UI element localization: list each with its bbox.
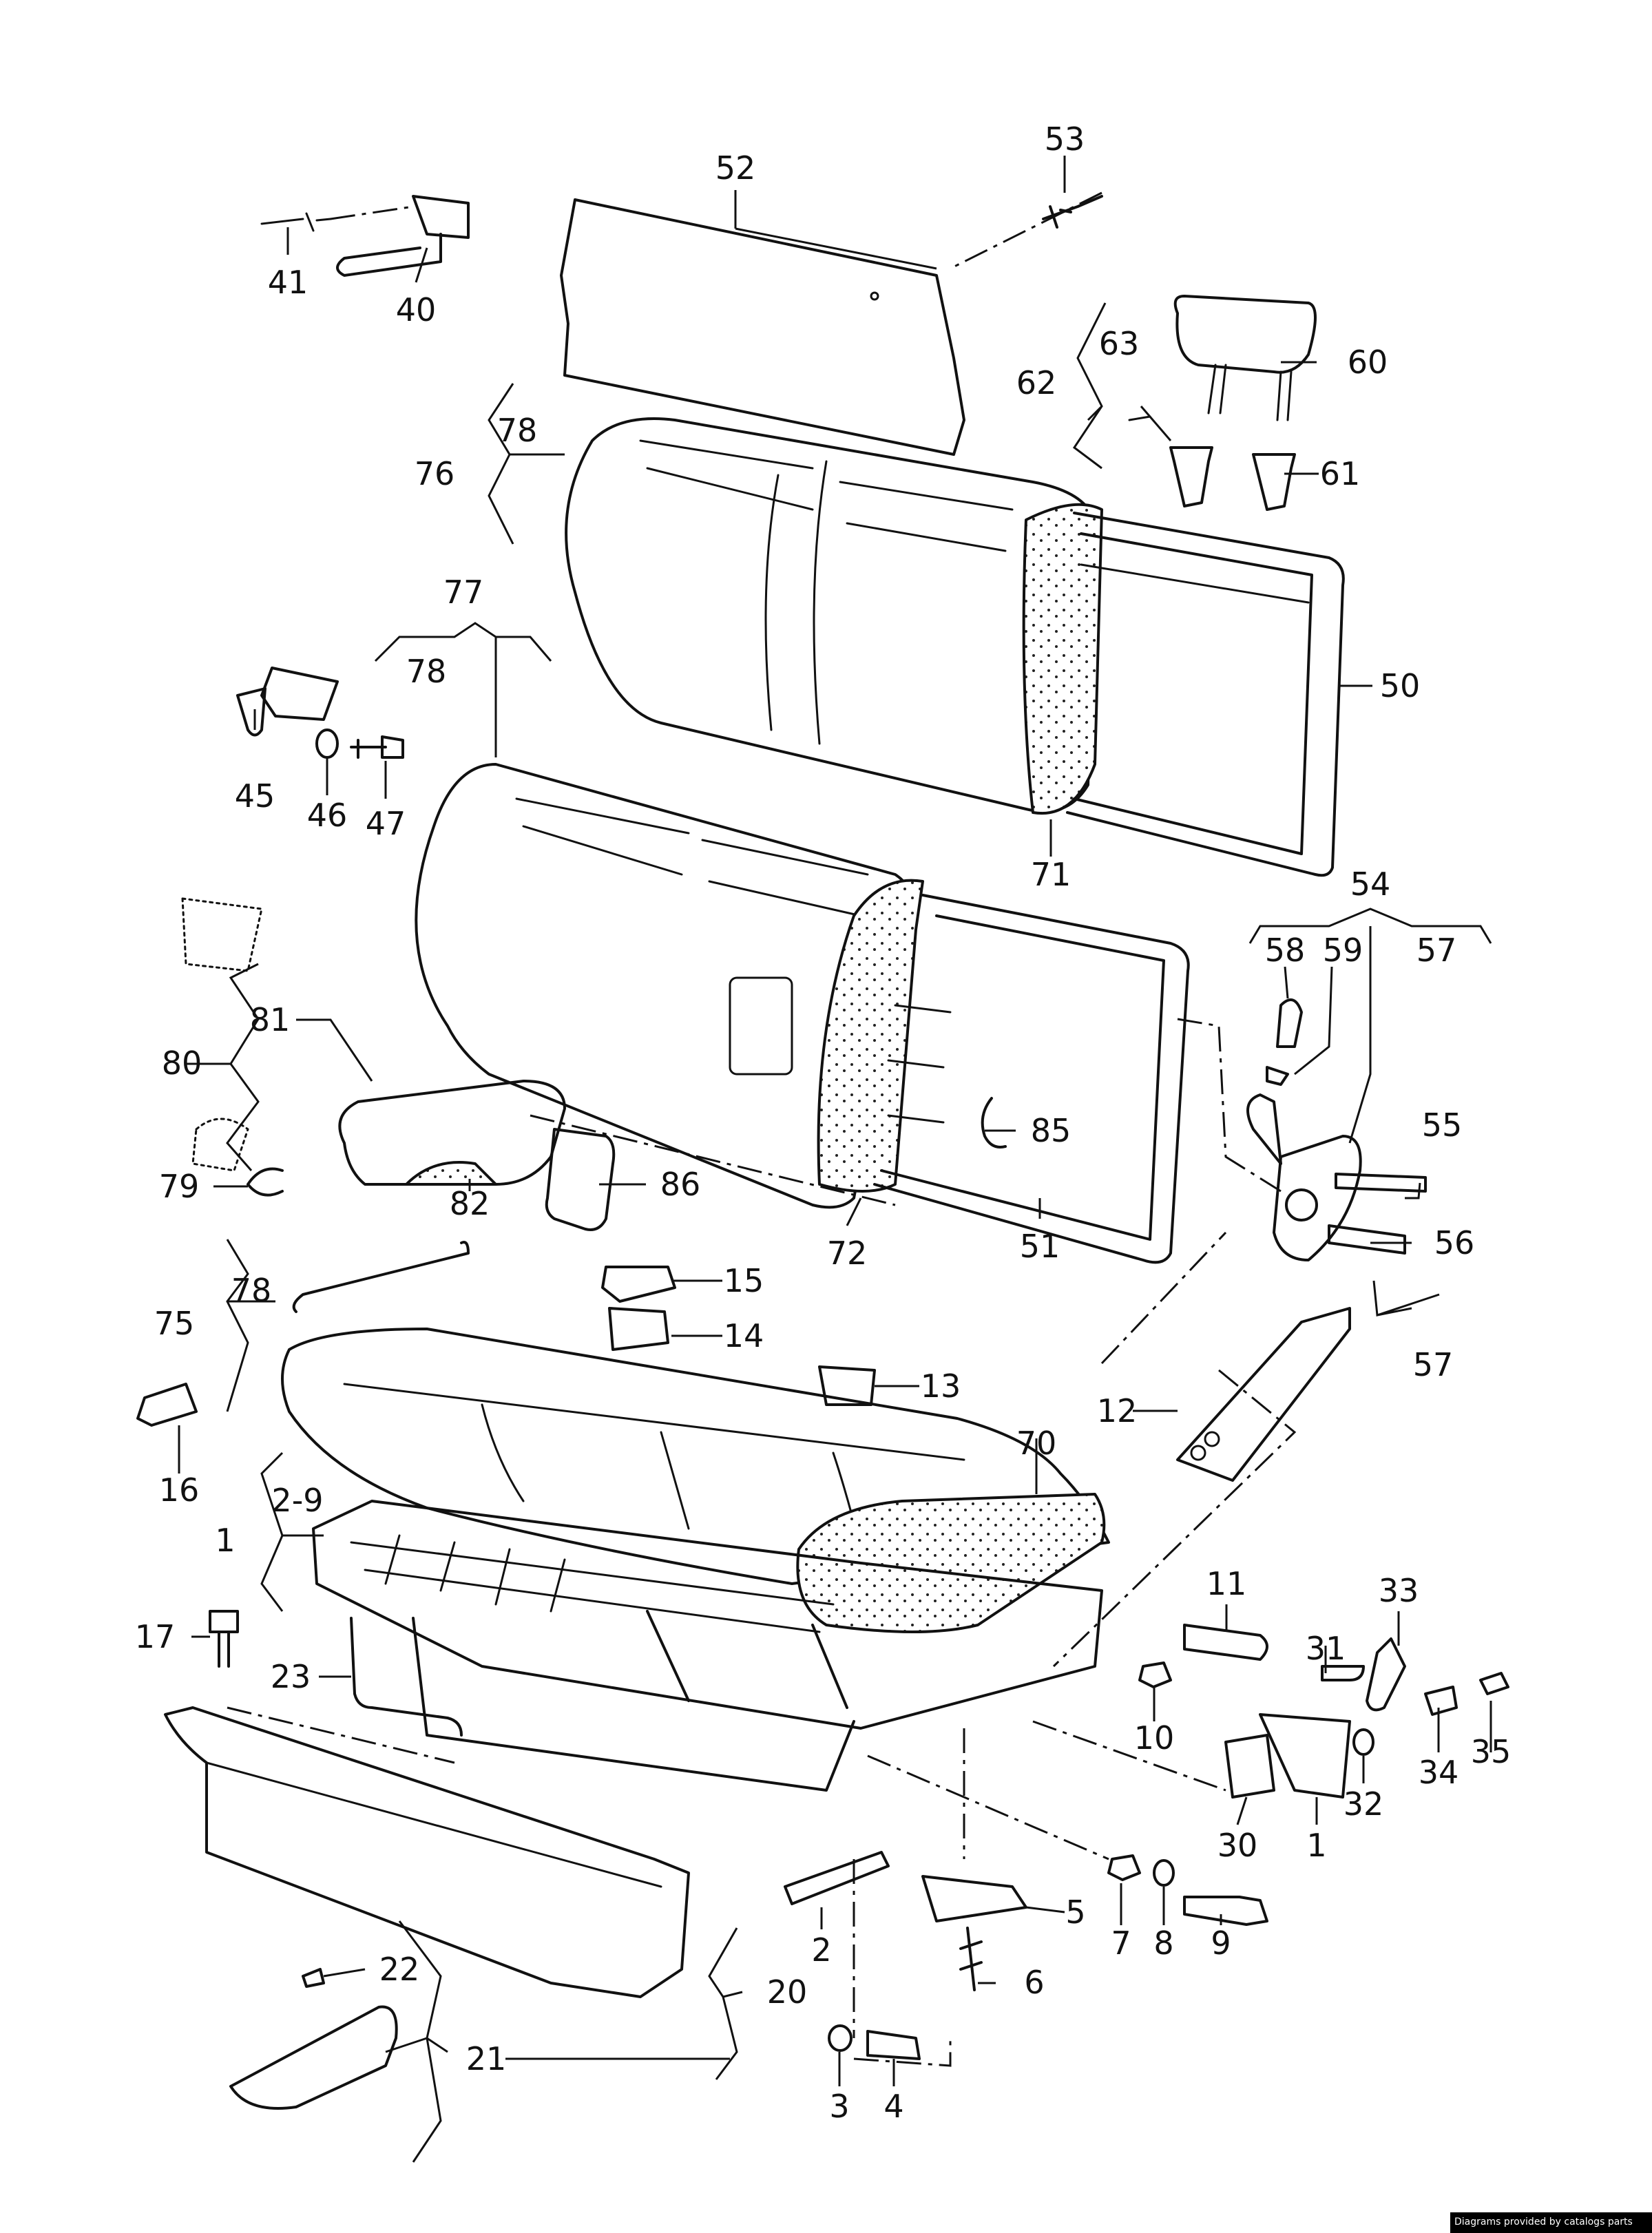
callout-13: 13 [921, 1367, 961, 1405]
callout-labels: 52 53 41 40 62 63 60 61 76 78 77 78 50 4… [135, 120, 1512, 2125]
callout-58: 58 [1265, 932, 1306, 969]
callout-72: 72 [827, 1235, 868, 1272]
callout-17: 17 [135, 1618, 176, 1655]
nut-washer-bolt-drawings [1107, 1854, 1268, 1926]
clip-drawings [247, 1097, 1007, 1231]
callout-78-lower: 78 [231, 1272, 272, 1309]
callout-10: 10 [1134, 1719, 1175, 1757]
callout-60: 60 [1348, 344, 1388, 381]
seat-frame-drawing [312, 1500, 1103, 1792]
hook-drawing-40 [260, 195, 470, 277]
callout-3: 3 [829, 2088, 849, 2125]
callout-34: 34 [1419, 1754, 1459, 1791]
callout-51: 51 [1020, 1228, 1060, 1265]
callout-71: 71 [1031, 856, 1071, 893]
callout-32: 32 [1343, 1785, 1384, 1823]
headrest-guide-drawing [1128, 415, 1296, 511]
callout-33: 33 [1379, 1572, 1419, 1609]
callout-11: 11 [1206, 1565, 1247, 1602]
callout-62: 62 [1016, 364, 1057, 401]
backrest-frame-drawing [1066, 512, 1345, 877]
callout-23: 23 [271, 1658, 311, 1695]
callout-15: 15 [724, 1262, 764, 1299]
callout-80: 80 [162, 1045, 202, 1082]
callout-85: 85 [1031, 1112, 1071, 1149]
callout-52: 52 [715, 149, 756, 187]
callout-79: 79 [159, 1168, 200, 1205]
callout-2-9: 2-9 [271, 1482, 323, 1519]
callout-61: 61 [1320, 455, 1361, 492]
callout-82: 82 [450, 1185, 490, 1222]
callout-50: 50 [1380, 667, 1421, 704]
callout-86: 86 [660, 1166, 701, 1203]
headrest-drawing [1173, 295, 1317, 421]
bracket-drawing-45 [236, 667, 404, 759]
callout-7: 7 [1111, 1925, 1131, 1962]
callout-76: 76 [415, 455, 455, 492]
callout-81: 81 [250, 1001, 291, 1038]
callout-75: 75 [154, 1305, 195, 1342]
callout-59: 59 [1323, 932, 1363, 969]
callout-55: 55 [1422, 1107, 1463, 1144]
callout-46: 46 [307, 797, 348, 834]
small-parts-drawings [136, 1241, 876, 1427]
seat-cushion-drawing [281, 1328, 1110, 1633]
callout-41: 41 [268, 264, 309, 301]
callout-1-right: 1 [1306, 1827, 1326, 1864]
rear-panel-drawing [560, 198, 965, 456]
fastener-drawings-right [1138, 1624, 1509, 1799]
fastener-drawings-left [209, 1610, 463, 1737]
callout-1-left: 1 [215, 1522, 235, 1559]
callout-30: 30 [1217, 1827, 1258, 1864]
spring-and-block-drawings [784, 1851, 1027, 2060]
side-trim-drawing [164, 1706, 690, 2110]
callout-21: 21 [466, 2040, 507, 2077]
callout-54: 54 [1350, 866, 1391, 903]
callout-56: 56 [1434, 1224, 1475, 1261]
credit-bar [1450, 2212, 1652, 2233]
hinge-assembly-drawing [1246, 998, 1427, 1261]
backrest-cushion-drawing [565, 417, 1103, 815]
rivet-drawing-53 [1042, 195, 1103, 229]
callout-57-top: 57 [1416, 932, 1457, 969]
callout-6: 6 [1024, 1964, 1044, 2001]
callout-16: 16 [159, 1471, 200, 1509]
leader-lines [178, 156, 1492, 2163]
armrest-drawing [181, 897, 566, 1186]
callout-35: 35 [1471, 1733, 1512, 1770]
callout-8: 8 [1153, 1925, 1173, 1962]
callout-77: 77 [443, 574, 484, 611]
lower-frame-drawing [873, 894, 1190, 1264]
callout-9: 9 [1211, 1925, 1231, 1962]
callout-47: 47 [366, 805, 406, 842]
callout-45: 45 [235, 777, 275, 815]
callout-22: 22 [379, 1951, 420, 1988]
assembly-lines [227, 191, 1297, 2067]
callout-57-bottom: 57 [1413, 1346, 1454, 1383]
callout-53: 53 [1045, 120, 1085, 158]
slide-rail-drawing [1176, 1307, 1351, 1482]
callout-14: 14 [724, 1317, 764, 1354]
callout-5: 5 [1065, 1894, 1085, 1931]
callout-2: 2 [811, 1931, 831, 1969]
callout-78-mid: 78 [406, 653, 447, 690]
callout-4: 4 [883, 2088, 903, 2125]
callout-20: 20 [767, 1973, 808, 2011]
backrest-lower-drawing [415, 763, 924, 1209]
callout-78-top: 78 [497, 412, 538, 449]
callout-12: 12 [1097, 1392, 1138, 1429]
credit-text: Diagrams provided by catalogs parts [1454, 2216, 1633, 2227]
callout-31: 31 [1306, 1630, 1346, 1667]
callout-63: 63 [1099, 325, 1140, 362]
callout-40: 40 [396, 291, 437, 328]
callout-70: 70 [1016, 1425, 1057, 1462]
